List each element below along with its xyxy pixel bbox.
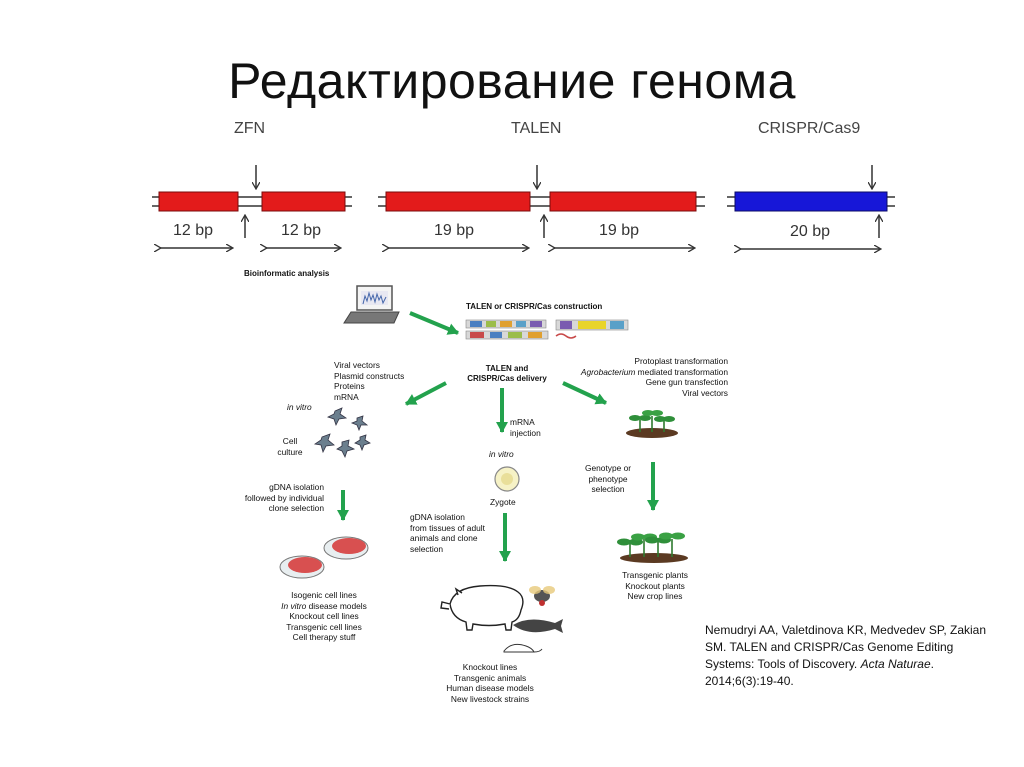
zfn-right-bp: 12 bp (281, 222, 322, 239)
center-results-list: Knockout lines Transgenic animals Human … (446, 662, 534, 704)
talen-right-bp: 19 bp (599, 222, 640, 239)
cell-culture-icon (313, 407, 371, 459)
zygote-icon (494, 466, 520, 492)
zfn-left-bp: 12 bp (173, 222, 214, 239)
crispr-bp: 20 bp (790, 223, 831, 240)
zfn-construct (152, 165, 352, 248)
pig-icon (440, 584, 524, 631)
right-results-list: Transgenic plants Knockout plants New cr… (622, 570, 688, 602)
cell-culture-label: Cell culture (277, 436, 303, 457)
crispr-domain (734, 191, 888, 212)
crispr-label: CRISPR/Cas9 (758, 120, 861, 137)
zfn-right-domain (261, 191, 346, 212)
crispr-construct (727, 165, 895, 249)
gdna-center-label: gDNA isolation from tissues of adult ani… (410, 512, 485, 554)
talen-construct (378, 165, 705, 248)
talen-label: TALEN (511, 120, 562, 137)
center-in-vitro-label: in vitro (489, 449, 514, 459)
laptop-icon (343, 285, 400, 324)
left-results-list: Isogenic cell lines In vitro disease mod… (281, 590, 367, 643)
zfn-left-domain (158, 191, 239, 212)
petri-dishes-icon (279, 536, 369, 579)
gdna-left-label: gDNA isolation followed by individual cl… (244, 482, 324, 514)
zfn-label: ZFN (234, 120, 266, 137)
mrna-injection-label: mRNA injection (510, 417, 541, 438)
construct-plasmid-icon (465, 319, 629, 340)
slide-title: Редактирование генома (228, 53, 796, 109)
fly-icon (529, 586, 555, 606)
arrow-to-construction (409, 311, 459, 335)
citation: Nemudryi AA, Valetdinova KR, Medvedev SP… (705, 623, 987, 688)
arrow-to-in-vitro (405, 381, 447, 406)
construction-label: TALEN or CRISPR/Cas construction (466, 302, 603, 311)
delivery-label: TALEN and CRISPR/Cas delivery (467, 364, 547, 383)
talen-left-bp: 19 bp (434, 222, 475, 239)
mouse-icon (503, 643, 543, 653)
left-delivery-methods: Viral vectors Plasmid constructs Protein… (334, 360, 405, 402)
seedling-icon (626, 410, 678, 438)
talen-right-domain (549, 191, 697, 212)
genotype-selection-label: Genotype or phenotype selection (584, 463, 632, 495)
zygote-label: Zygote (490, 497, 516, 507)
right-delivery-methods: Protoplast transformation Agrobacterium … (580, 356, 728, 398)
transgenic-plants-icon (617, 532, 688, 563)
fish-icon (513, 619, 563, 633)
left-in-vitro-label: in vitro (287, 402, 312, 412)
bioinformatic-label: Bioinformatic analysis (244, 269, 330, 278)
talen-left-domain (385, 191, 531, 212)
arrow-to-plants (562, 381, 607, 405)
